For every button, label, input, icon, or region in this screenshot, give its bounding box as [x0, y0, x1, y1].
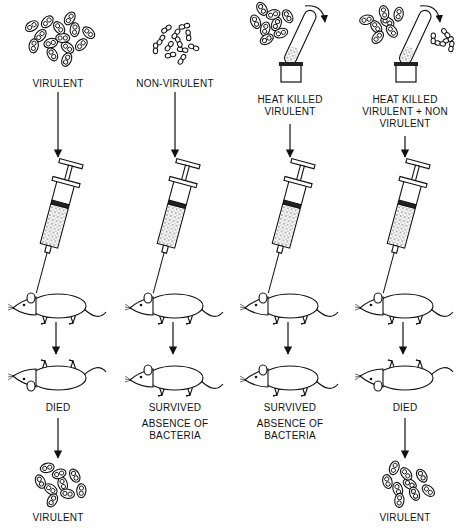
plain-bacterium	[161, 24, 172, 34]
capsulated-bacterium	[381, 474, 393, 490]
capsulated-bacterium	[45, 492, 60, 509]
syringe	[370, 158, 432, 297]
capsulated-bacterium	[384, 23, 400, 40]
flow-arrow	[404, 418, 405, 458]
caption-label: ABSENCE OF BACTERIA	[250, 418, 330, 442]
bacteria-cluster	[23, 10, 97, 68]
flow-arrow	[289, 124, 290, 157]
capsulated-bacterium	[76, 484, 86, 498]
plain-bacterium	[177, 54, 187, 65]
plain-bacterium	[171, 28, 181, 39]
capsulated-bacterium	[62, 10, 77, 27]
capsulated-bacterium	[414, 467, 429, 484]
capsulated-bacterium	[258, 32, 275, 47]
bacteria-cluster	[33, 462, 86, 509]
capsulated-bacterium	[420, 483, 437, 499]
caption-label: SURVIVED	[250, 402, 330, 414]
plain-bacterium	[431, 33, 436, 44]
capsulated-bacterium	[28, 38, 39, 53]
bacteria-cluster	[153, 23, 199, 65]
flow-arrow	[174, 92, 175, 157]
mouse	[125, 365, 223, 396]
capsulated-bacterium	[73, 36, 89, 52]
caption-label: VIRULENT	[365, 512, 445, 524]
plain-bacterium	[188, 43, 200, 51]
capsulated-bacterium	[273, 27, 289, 40]
capsulated-bacterium	[80, 25, 97, 41]
plain-bacterium	[441, 28, 451, 39]
capsulated-bacterium	[67, 467, 82, 484]
capsulated-bacterium	[23, 18, 40, 33]
capsulated-bacterium	[39, 462, 55, 474]
plain-bacterium	[186, 30, 192, 41]
caption-label: HEAT KILLED VIRULENT	[250, 94, 330, 118]
caption-label: VIRULENT	[13, 78, 103, 90]
bacteria-cluster	[381, 460, 436, 508]
caption-label: NON-VIRULENT	[125, 78, 225, 90]
mouse	[240, 293, 338, 324]
bacteria-cluster	[431, 28, 454, 53]
mouse	[125, 293, 223, 324]
capsulated-bacterium	[398, 465, 414, 482]
dead-mouse	[355, 360, 453, 391]
mouse	[8, 293, 106, 324]
mouse	[240, 365, 338, 396]
capsulated-bacterium	[280, 8, 295, 25]
capsulated-bacterium	[407, 485, 421, 502]
capsulated-bacterium	[370, 29, 386, 46]
bacteria-cluster	[249, 1, 296, 47]
caption-label: VIRULENT	[18, 512, 98, 524]
plain-bacterium	[179, 23, 191, 30]
flow-arrow	[402, 322, 403, 354]
dead-mouse	[8, 360, 106, 391]
capsulated-bacterium	[60, 488, 75, 499]
heating-tube	[279, 6, 325, 82]
bacteria-cluster	[359, 5, 405, 46]
plain-bacterium	[434, 40, 445, 46]
flow-arrow	[57, 418, 58, 458]
syringe	[255, 158, 317, 297]
capsulated-bacterium	[254, 1, 269, 18]
syringe	[140, 158, 202, 297]
capsulated-bacterium	[388, 460, 401, 476]
capsulated-bacterium	[39, 14, 55, 30]
capsulated-bacterium	[378, 5, 390, 21]
plain-bacterium	[448, 41, 454, 52]
capsulated-bacterium	[60, 51, 74, 68]
plain-bacterium	[153, 43, 158, 54]
capsulated-bacterium	[249, 13, 263, 29]
flow-arrow	[287, 322, 288, 354]
capsulated-bacterium	[33, 473, 47, 490]
capsulated-bacterium	[70, 22, 80, 37]
caption-label: SURVIVED	[135, 402, 215, 414]
plain-bacterium	[165, 52, 177, 59]
caption-label: ABSENCE OF BACTERIA	[135, 418, 215, 442]
capsulated-bacterium	[393, 7, 404, 22]
caption-label: HEAT KILLED VIRULENT + NON VIRULENT	[359, 94, 451, 130]
capsulated-bacterium	[359, 14, 375, 26]
plain-bacterium	[177, 47, 188, 53]
capsulated-bacterium	[45, 46, 60, 63]
caption-label: DIED	[23, 402, 93, 414]
plain-bacterium	[164, 41, 174, 52]
flow-arrow	[404, 136, 405, 157]
caption-label: DIED	[370, 402, 440, 414]
mouse	[355, 293, 453, 324]
syringe	[23, 158, 85, 297]
flow-arrow	[55, 322, 56, 354]
capsulated-bacterium	[394, 493, 404, 508]
flow-arrow	[57, 92, 58, 157]
flow-arrow	[172, 322, 173, 354]
